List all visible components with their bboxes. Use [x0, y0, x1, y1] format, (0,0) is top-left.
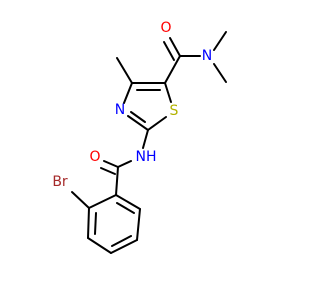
bond-c5-s: [164, 82, 172, 103]
atom-s-thiazole: S: [170, 103, 179, 119]
atom-o-amide-top: O: [160, 20, 171, 36]
bond-nh-carbonyl: [117, 160, 132, 168]
bond-ring-1-2: [88, 194, 117, 209]
bond-ring-6-1: [115, 194, 141, 210]
bond-ring-br: [71, 191, 90, 209]
atom-n-thiazole: N: [115, 102, 125, 118]
bond-ring-4-5: [110, 239, 138, 254]
bond-c-o-top-2: [163, 41, 175, 61]
bond-c2-nh: [142, 129, 149, 149]
bond-ring-6-1-inner: [116, 202, 135, 214]
bond-ring-3-4: [87, 237, 112, 254]
bond-ring-4-5-inner: [111, 235, 132, 247]
bond-carbonyl-ring: [115, 166, 119, 196]
bond-s-c2: [147, 116, 167, 131]
bond-c-o-top-1: [169, 37, 181, 57]
atom-labels: O N N S NH O Br: [52, 20, 212, 190]
bond-c2-n3-1: [127, 115, 149, 131]
bond-benzamide-co-1: [103, 160, 119, 168]
molecule-structure-diagram: O N N S NH O Br: [52, 20, 227, 254]
bonds: [71, 31, 227, 254]
bond-benzamide-co-2: [100, 167, 116, 175]
bond-carbonyl-c5: [164, 55, 181, 84]
bond-c4-methyl: [116, 57, 133, 84]
atom-o-benzamide: O: [89, 149, 100, 165]
bond-n-methyl-down: [213, 63, 227, 83]
bond-ring-2-3: [87, 207, 90, 239]
bond-n-methyl-up: [213, 31, 227, 51]
bond-n3-c4: [123, 82, 133, 104]
atom-nh-amide: NH: [136, 149, 157, 165]
bond-c2-n3-2: [130, 111, 146, 123]
atom-n-dimethyl: N: [202, 48, 212, 64]
atom-br: Br: [52, 174, 68, 190]
bond-ring-5-6: [136, 208, 141, 241]
bond-ring-2-3-inner: [94, 212, 97, 235]
